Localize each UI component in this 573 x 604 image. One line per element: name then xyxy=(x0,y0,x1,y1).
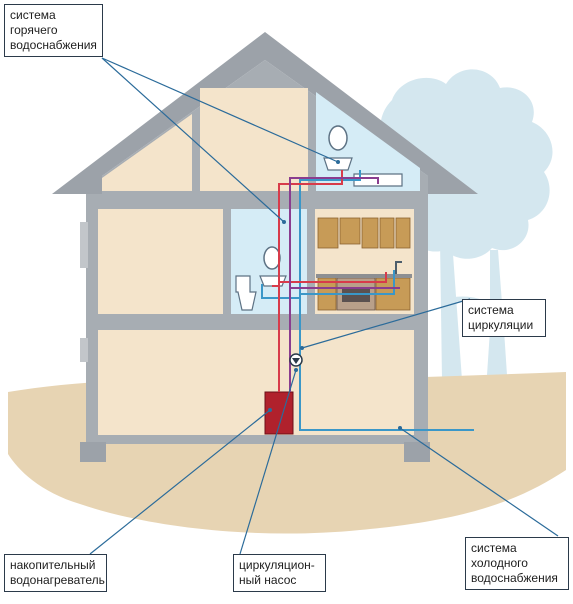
attic-mirror xyxy=(328,125,348,151)
label-line: циркуляции xyxy=(468,318,534,332)
label-line: циркуляцион- xyxy=(239,558,315,572)
roof xyxy=(52,32,478,194)
label-storage-water-heater: накопительный водонагреватель xyxy=(4,554,107,592)
label-line: накопительный xyxy=(10,558,96,572)
label-line: холодного xyxy=(471,556,528,570)
label-circulation-system: система циркуляции xyxy=(462,299,546,337)
label-circulation-pump: циркуляцион- ный насос xyxy=(233,554,326,592)
toilet xyxy=(235,275,257,311)
label-line: система xyxy=(10,8,56,22)
window-left-upper xyxy=(80,222,88,268)
label-line: система xyxy=(471,541,517,555)
label-line: ный насос xyxy=(239,573,297,587)
foundation-left xyxy=(80,442,106,462)
attic-room-center xyxy=(200,88,308,191)
leader-dots xyxy=(268,160,402,430)
countertop xyxy=(316,274,412,278)
label-line: горячего xyxy=(10,23,58,37)
label-line: водонагреватель xyxy=(10,573,105,587)
bathroom-mirror xyxy=(263,246,281,270)
second-floor-room-left xyxy=(98,209,223,314)
window-left-lower xyxy=(80,338,88,362)
foundation-right xyxy=(404,442,430,462)
leader-lines xyxy=(89,57,559,555)
pump-arrow-icon xyxy=(292,358,300,364)
ground-floor-room xyxy=(98,330,414,435)
label-line: система xyxy=(468,303,514,317)
label-line: водоснабжения xyxy=(471,571,558,585)
kitchen-faucet xyxy=(395,261,402,274)
circulation-pipes xyxy=(289,177,400,392)
attic-room-left xyxy=(102,114,192,191)
label-line: водоснабжения xyxy=(10,38,97,52)
label-hot-water-supply: система горячего водоснабжения xyxy=(4,4,103,57)
cold-water-pipes xyxy=(261,170,474,431)
label-cold-water-supply: система холодного водоснабжения xyxy=(465,537,569,590)
